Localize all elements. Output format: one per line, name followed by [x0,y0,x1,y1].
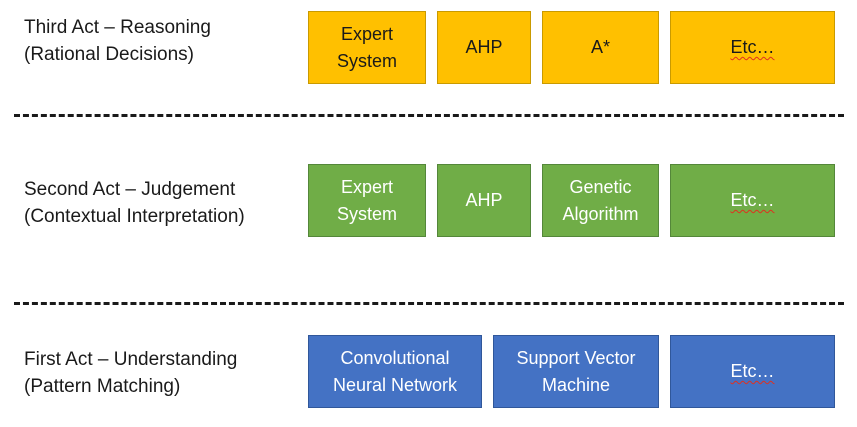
third-act-ahp-box: AHP [437,11,531,84]
second-act-etc-label: Etc… [730,190,775,210]
divider-top [14,114,844,117]
first-act-label: First Act – Understanding (Pattern Match… [24,346,237,400]
second-act-label: Second Act – Judgement (Contextual Inter… [24,176,245,230]
second-act-etc-box: Etc… [670,164,835,237]
first-act-title: First Act – Understanding [24,349,238,370]
third-act-title: Third Act – Reasoning [24,17,211,38]
divider-bottom [14,302,844,305]
third-act-subtitle: (Rational Decisions) [24,44,195,65]
third-act-label: Third Act – Reasoning (Rational Decision… [24,14,211,68]
third-act-etc-box: Etc… [670,11,835,84]
second-act-title: Second Act – Judgement [24,179,236,200]
second-act-ahp-box: AHP [437,164,531,237]
first-act-subtitle: (Pattern Matching) [24,376,181,397]
second-act-genetic-algorithm-box: Genetic Algorithm [542,164,659,237]
first-act-cnn-box: Convolutional Neural Network [308,335,482,408]
third-act-expert-system-box: Expert System [308,11,426,84]
first-act-etc-label: Etc… [730,361,775,381]
second-act-expert-system-box: Expert System [308,164,426,237]
second-act-subtitle: (Contextual Interpretation) [24,206,245,227]
third-act-etc-label: Etc… [730,37,775,57]
first-act-etc-box: Etc… [670,335,835,408]
first-act-svm-box: Support Vector Machine [493,335,659,408]
third-act-a-star-box: A* [542,11,659,84]
